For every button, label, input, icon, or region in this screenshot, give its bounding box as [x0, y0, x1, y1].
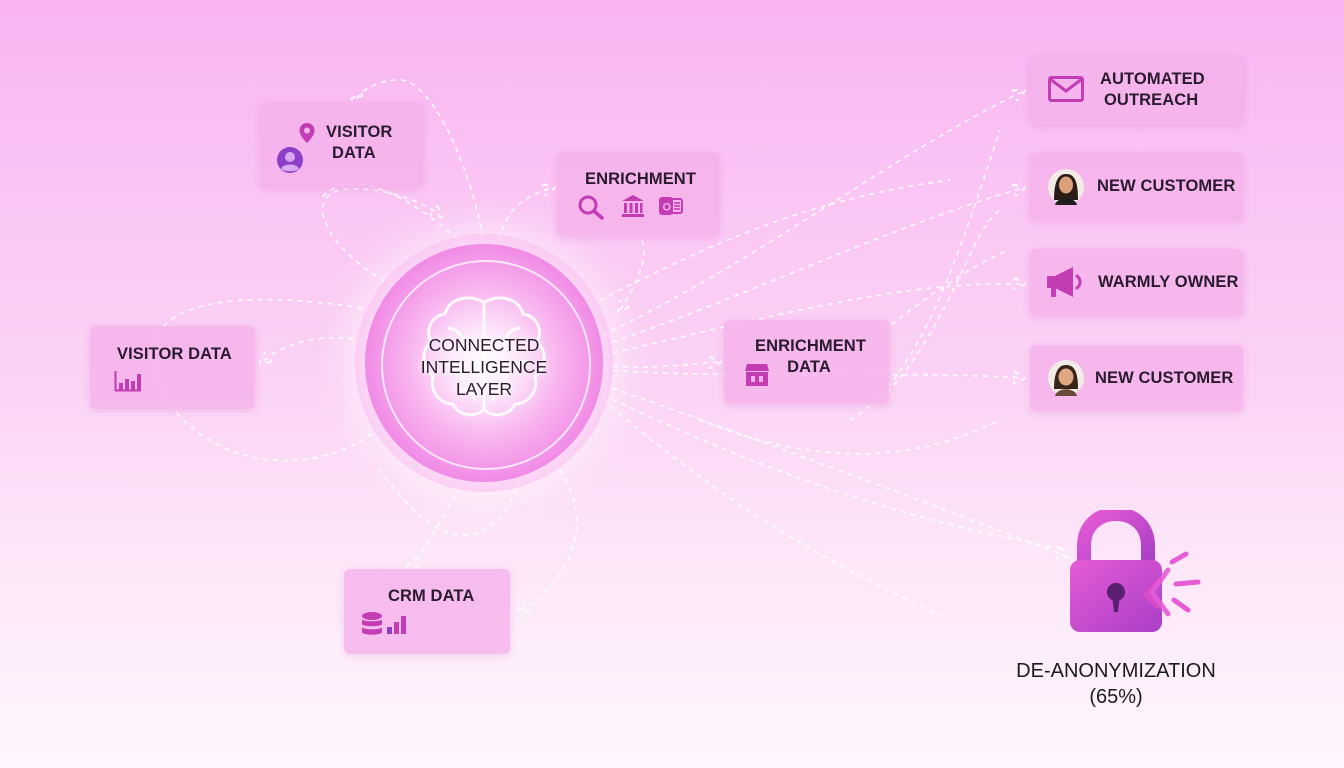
- visitor-data-label: VISITOR DATA: [326, 122, 392, 164]
- company-logo-icon: O: [658, 194, 684, 218]
- customer-avatar-icon: [1047, 168, 1085, 206]
- card-line: OUTREACH: [1100, 90, 1205, 111]
- new-customer-card[interactable]: NEW CUSTOMER: [1030, 345, 1243, 411]
- hub-label-line: CONNECTED: [365, 334, 603, 356]
- envelope-icon: [1048, 76, 1084, 102]
- crm-data-label: CRM DATA: [388, 586, 474, 607]
- enrichment-data-label: ENRICHMENT DATA: [755, 336, 863, 378]
- automated-outreach-card[interactable]: AUTOMATED OUTREACH: [1030, 56, 1243, 124]
- megaphone-icon: [1046, 265, 1086, 299]
- bank-icon: [621, 194, 645, 218]
- card-line: VISITOR: [326, 122, 392, 143]
- padlock-icon: [1060, 510, 1210, 640]
- visitor-data-card-top[interactable]: VISITOR DATA: [260, 103, 423, 187]
- database-icon: [360, 611, 384, 637]
- hub-label-line: LAYER: [365, 378, 603, 400]
- deanonymization-label: DE-ANONYMIZATION (65%): [1000, 658, 1232, 710]
- deanonymization-rate: (65%): [1000, 684, 1232, 710]
- deanonymization-block: [1060, 510, 1210, 640]
- storefront-icon: [744, 362, 770, 388]
- card-line: ENRICHMENT: [755, 336, 863, 357]
- bar-chart-icon: [386, 613, 410, 635]
- connected-intelligence-hub: CONNECTED INTELLIGENCE LAYER: [365, 244, 603, 482]
- crm-data-card[interactable]: CRM DATA: [344, 569, 510, 654]
- enrichment-card[interactable]: ENRICHMENT O: [557, 152, 719, 236]
- deanonymization-title: DE-ANONYMIZATION: [1000, 658, 1232, 684]
- card-line: DATA: [326, 143, 392, 164]
- location-pin-icon: [298, 122, 316, 144]
- bar-chart-icon: [114, 370, 142, 392]
- warmly-owner-label: WARMLY OWNER: [1098, 272, 1239, 293]
- visitor-data-card-left[interactable]: VISITOR DATA: [90, 326, 255, 409]
- card-line: AUTOMATED: [1100, 69, 1205, 90]
- card-line: DATA: [755, 357, 863, 378]
- user-avatar-icon: [276, 146, 304, 174]
- new-customer-label: NEW CUSTOMER: [1095, 368, 1233, 389]
- automated-outreach-label: AUTOMATED OUTREACH: [1100, 69, 1205, 111]
- enrichment-data-card[interactable]: ENRICHMENT DATA: [724, 320, 889, 404]
- warmly-owner-card[interactable]: WARMLY OWNER: [1030, 249, 1243, 316]
- hub-label-line: INTELLIGENCE: [365, 356, 603, 378]
- enrichment-label: ENRICHMENT: [585, 169, 696, 190]
- hub-label: CONNECTED INTELLIGENCE LAYER: [365, 334, 603, 400]
- svg-text:O: O: [663, 202, 672, 214]
- new-customer-card[interactable]: NEW CUSTOMER: [1030, 153, 1243, 220]
- visitor-data-left-label: VISITOR DATA: [117, 344, 232, 365]
- magnifier-icon: [577, 194, 605, 220]
- new-customer-label: NEW CUSTOMER: [1097, 176, 1235, 197]
- customer-avatar-icon: [1047, 359, 1085, 397]
